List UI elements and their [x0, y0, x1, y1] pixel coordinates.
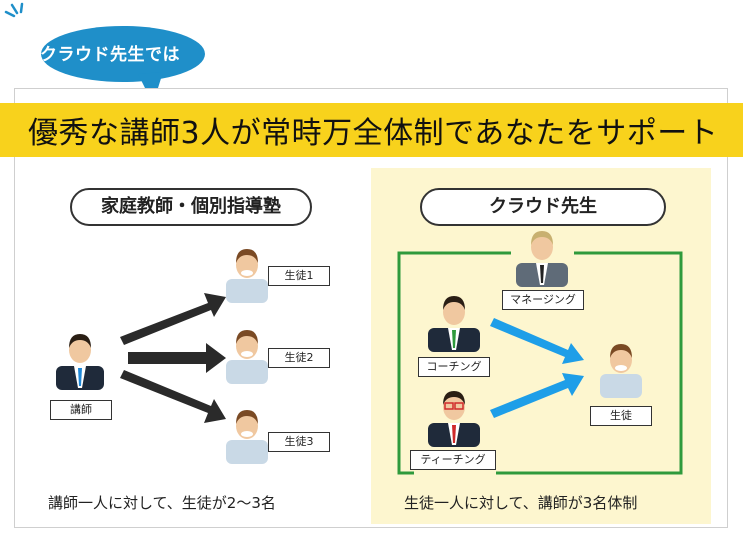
- speech-bubble: クラウド先生では: [18, 14, 208, 104]
- teacher-avatar: [56, 334, 104, 390]
- coach-avatar: [428, 296, 480, 352]
- teaching-avatar: [428, 391, 480, 447]
- student-2-label: 生徒2: [268, 348, 330, 368]
- manager-label: マネージング: [502, 290, 584, 310]
- team-frame: [397, 251, 683, 475]
- left-heading: 家庭教師・個別指導塾: [70, 188, 312, 226]
- blue-arrows: [490, 318, 584, 418]
- student-avatar: [600, 344, 642, 398]
- student-label: 生徒: [590, 406, 652, 426]
- student-3-label: 生徒3: [268, 432, 330, 452]
- black-arrows: [120, 293, 226, 423]
- bubble-text: クラウド先生では: [40, 45, 180, 65]
- teacher-label: 講師: [50, 400, 112, 420]
- student-avatar: [226, 330, 268, 384]
- title-band: [0, 103, 743, 157]
- sparkle-icon: [2, 2, 28, 32]
- student-1-label: 生徒1: [268, 266, 330, 286]
- manager-avatar: [516, 231, 568, 287]
- student-avatar: [226, 410, 268, 464]
- right-caption: 生徒一人に対して、講師が3名体制: [404, 494, 638, 512]
- teaching-label: ティーチング: [410, 450, 496, 470]
- right-heading: クラウド先生: [420, 188, 666, 226]
- coach-label: コーチング: [418, 357, 490, 377]
- left-caption: 講師一人に対して、生徒が2～3名: [48, 494, 276, 512]
- page-title: 優秀な講師3人が常時万全体制であなたをサポート: [28, 116, 719, 151]
- student-avatar: [226, 249, 268, 303]
